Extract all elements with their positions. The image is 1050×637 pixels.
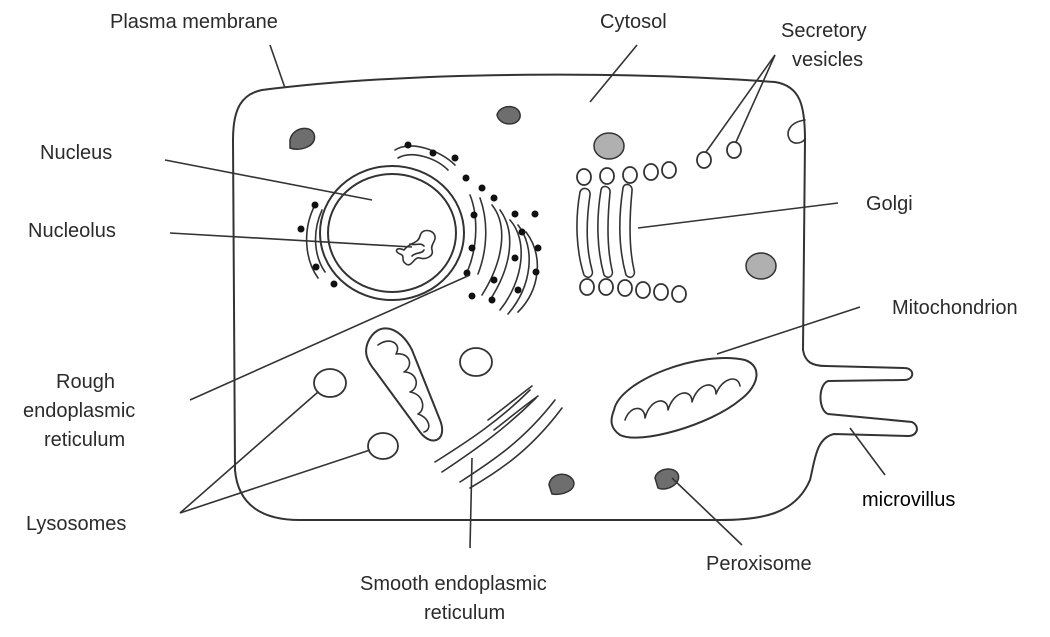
- mitochondrion-right: [610, 357, 758, 439]
- label-peroxisome: Peroxisome: [706, 553, 812, 575]
- label-rough-er-line3: reticulum: [44, 429, 125, 451]
- peroxisomes: [289, 105, 680, 496]
- nuclear-envelope-outer: [319, 165, 465, 301]
- label-rough-er-line2: endoplasmic: [23, 400, 135, 422]
- label-secretory-vesicles-line1: Secretory: [781, 20, 867, 42]
- label-secretory-vesicles-line2: vesicles: [792, 49, 863, 71]
- vesicle-grey: [745, 252, 777, 280]
- ribosomes: [297, 141, 542, 304]
- vesicle-white: [459, 347, 493, 377]
- mitochondrion-left: [365, 327, 443, 442]
- label-mitochondrion: Mitochondrion: [892, 297, 1018, 319]
- label-nucleolus: Nucleolus: [28, 220, 116, 242]
- label-microvillus: microvillus: [862, 489, 955, 511]
- peroxisome-shape: [289, 127, 316, 150]
- lysosome: [367, 432, 399, 460]
- nuclear-envelope-inner: [327, 173, 457, 293]
- label-plasma-membrane: Plasma membrane: [110, 11, 278, 33]
- peroxisome-shape: [548, 473, 575, 496]
- leader-lines: [164, 44, 886, 549]
- label-smooth-er-line2: reticulum: [424, 602, 505, 624]
- label-golgi: Golgi: [866, 193, 913, 215]
- label-nucleus: Nucleus: [40, 142, 112, 164]
- secretory-vesicle: [726, 141, 742, 159]
- vesicle-grey: [593, 132, 625, 160]
- golgi-apparatus: [576, 161, 687, 303]
- rough-er: [305, 145, 539, 315]
- label-rough-er-line1: Rough: [56, 371, 115, 393]
- label-cytosol: Cytosol: [600, 11, 667, 33]
- label-smooth-er-line1: Smooth endoplasmic: [360, 573, 547, 595]
- secretory-vesicle-fusing: [787, 119, 806, 144]
- cell-membrane-outline: [232, 73, 918, 521]
- secretory-vesicle: [696, 151, 712, 169]
- peroxisome-shape: [654, 468, 680, 490]
- nucleolus-shape: [395, 229, 436, 266]
- smooth-er: [434, 385, 563, 489]
- label-lysosomes: Lysosomes: [26, 513, 126, 535]
- peroxisome-shape: [496, 105, 521, 125]
- lysosome: [313, 368, 347, 398]
